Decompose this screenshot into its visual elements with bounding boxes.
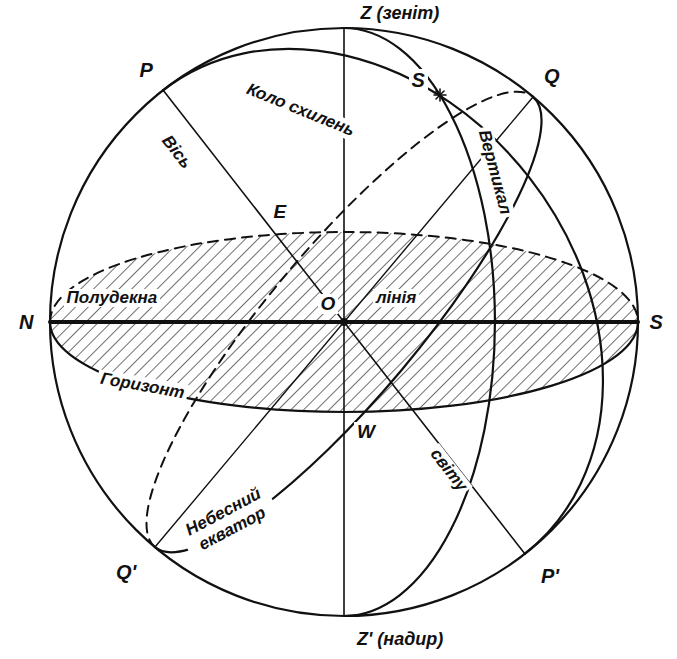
diagram-label: E <box>271 202 290 223</box>
diagram-label: W <box>354 422 378 443</box>
equator-back <box>98 49 533 548</box>
sphere-outline <box>50 28 638 616</box>
diagram-label: S <box>647 311 666 333</box>
diagram-label: Z (зеніт) <box>358 4 443 24</box>
diagram-label: Небесний екватор <box>176 481 280 560</box>
diagram-label: Вісь <box>155 129 196 174</box>
diagram-label: Коло схилень <box>240 79 359 142</box>
diagram-label: S <box>409 69 428 91</box>
diagram-label: Q <box>541 65 563 87</box>
diagram-label: O <box>318 294 339 315</box>
equator-diameter <box>155 97 533 547</box>
diagram-label: Полудекна <box>64 289 161 308</box>
diagram-label: P <box>137 59 156 81</box>
diagram-label: N <box>16 311 36 333</box>
diagram-label: P' <box>538 565 562 587</box>
vertical-circle <box>344 28 495 616</box>
star-mark <box>434 89 446 101</box>
center-dot <box>340 318 348 326</box>
diagram-label: лінія <box>373 289 419 308</box>
declination-circle <box>163 0 677 554</box>
diagram-label: Q' <box>113 561 139 583</box>
diagram-label: Z' (надир) <box>354 630 446 650</box>
diagram-label: світу <box>424 443 472 498</box>
diagram-label: Вертикал <box>473 125 515 219</box>
